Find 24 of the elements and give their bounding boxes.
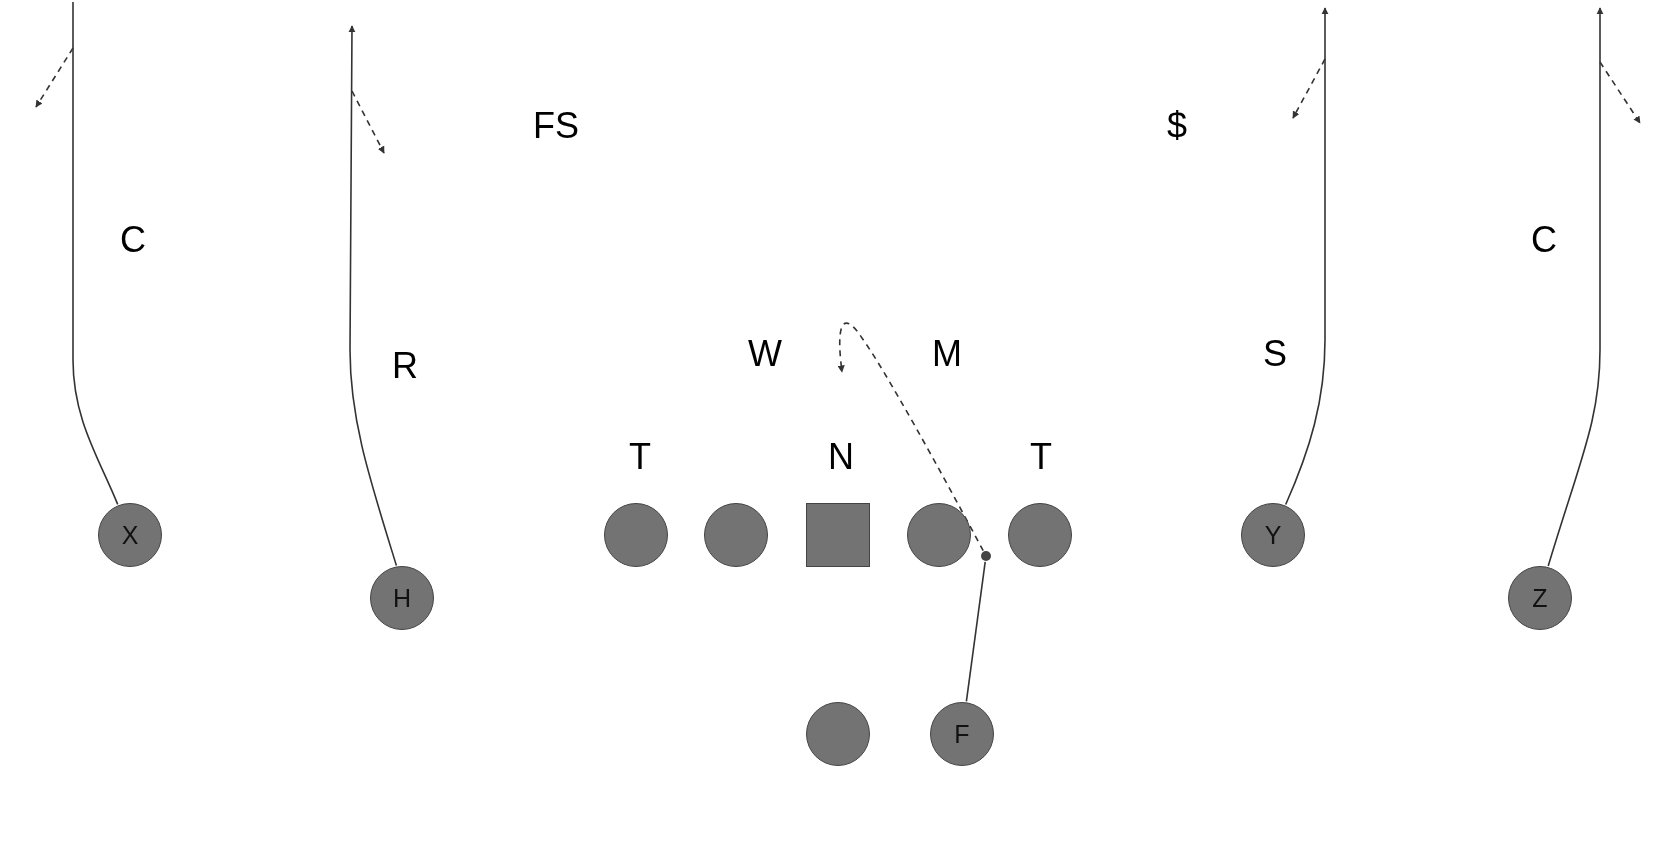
defender-label: C — [1531, 222, 1557, 258]
defender-label: FS — [533, 108, 579, 144]
defender-label: $ — [1167, 108, 1187, 144]
player-letter: F — [954, 721, 970, 747]
defender-label: W — [748, 336, 782, 372]
center-square — [806, 503, 870, 567]
defender-label: N — [828, 439, 854, 475]
route-line — [965, 561, 986, 703]
player-letter: X — [121, 522, 139, 548]
defender-label: T — [1030, 439, 1052, 475]
dashed-route-arrow — [837, 322, 984, 552]
defender-label: R — [392, 348, 418, 384]
route-arrow — [1547, 7, 1604, 567]
player-letter: H — [392, 585, 412, 611]
route-line — [72, 1, 119, 506]
defender-label: M — [932, 336, 962, 372]
defender-label: S — [1263, 336, 1287, 372]
route-dot — [981, 551, 991, 561]
player-letter: Z — [1532, 585, 1548, 611]
defender-label: C — [120, 222, 146, 258]
player-letter: Y — [1264, 522, 1282, 548]
defender-label: T — [629, 439, 651, 475]
route-arrow — [1284, 7, 1329, 506]
route-arrow — [348, 25, 398, 567]
